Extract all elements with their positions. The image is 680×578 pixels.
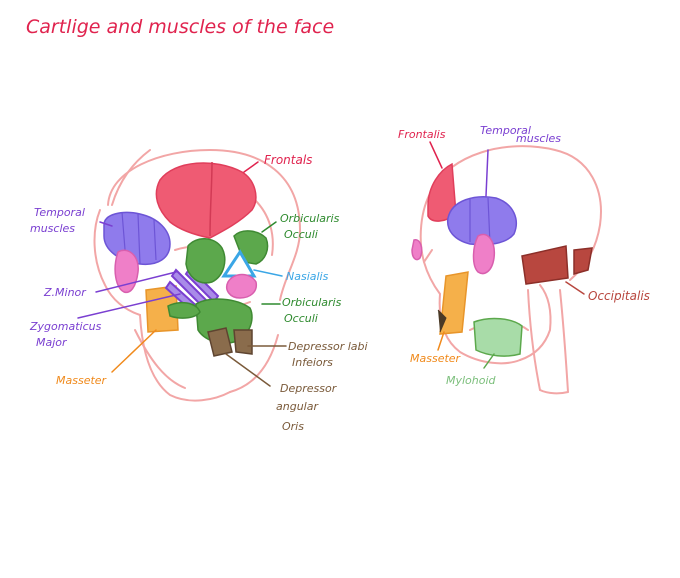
label-orbicularis-bottom-1: Orbicularis bbox=[282, 296, 342, 309]
ear-front bbox=[114, 249, 139, 294]
label-occipitalis: Occipitalis bbox=[588, 289, 650, 303]
temporal-muscle-front bbox=[103, 211, 171, 266]
front-leader-lines bbox=[77, 161, 287, 387]
label-zygomaticus-1: Zygomaticus bbox=[29, 320, 102, 333]
ear-side bbox=[472, 233, 496, 275]
label-temporal-front-2: muscles bbox=[30, 222, 75, 235]
label-zygomaticus-2: Major bbox=[36, 336, 68, 349]
label-orbicularis-bottom-2: Occuli bbox=[284, 312, 318, 325]
label-orbicularis-top-1: Orbicularis bbox=[280, 212, 340, 225]
label-mylohyoid: Mylohoid bbox=[446, 374, 497, 387]
label-z-minor: Z.Minor bbox=[43, 286, 87, 299]
frontalis-muscle bbox=[155, 162, 257, 239]
label-frontalis-front: Frontals bbox=[264, 153, 312, 167]
page-title: Cartlige and muscles of the face bbox=[26, 16, 334, 38]
label-depressor-angular-3: Oris bbox=[282, 420, 304, 433]
label-temporal-front-1: Temporal bbox=[34, 206, 85, 219]
side-view-skull bbox=[411, 145, 602, 395]
mylohyoid-muscle bbox=[473, 317, 523, 357]
label-masseter-front: Masseter bbox=[56, 374, 108, 387]
label-masseter-side: Masseter bbox=[410, 352, 462, 365]
label-frontalis-side: Frontalis bbox=[398, 128, 446, 141]
label-depressor-angular-1: Depressor bbox=[280, 382, 338, 395]
label-depressor-labi-1: Depressor labi bbox=[288, 340, 368, 353]
occipitalis-muscle bbox=[521, 245, 593, 285]
label-depressor-labi-2: Infeiors bbox=[292, 356, 333, 369]
label-temporal-side-1: Temporal bbox=[480, 124, 531, 137]
label-orbicularis-top-2: Occuli bbox=[284, 228, 318, 241]
label-depressor-angular-2: angular bbox=[276, 400, 319, 413]
side-leader-lines bbox=[429, 141, 585, 369]
nose-side bbox=[411, 239, 423, 261]
front-view-skull bbox=[93, 148, 302, 402]
temporal-muscle-side bbox=[446, 196, 517, 246]
nose-tip-front bbox=[226, 273, 258, 299]
depressor-muscles bbox=[207, 327, 253, 357]
label-temporal-side-2: muscles bbox=[516, 132, 561, 145]
masseter-side bbox=[439, 271, 469, 335]
label-nasialis: Nasialis bbox=[286, 270, 329, 283]
